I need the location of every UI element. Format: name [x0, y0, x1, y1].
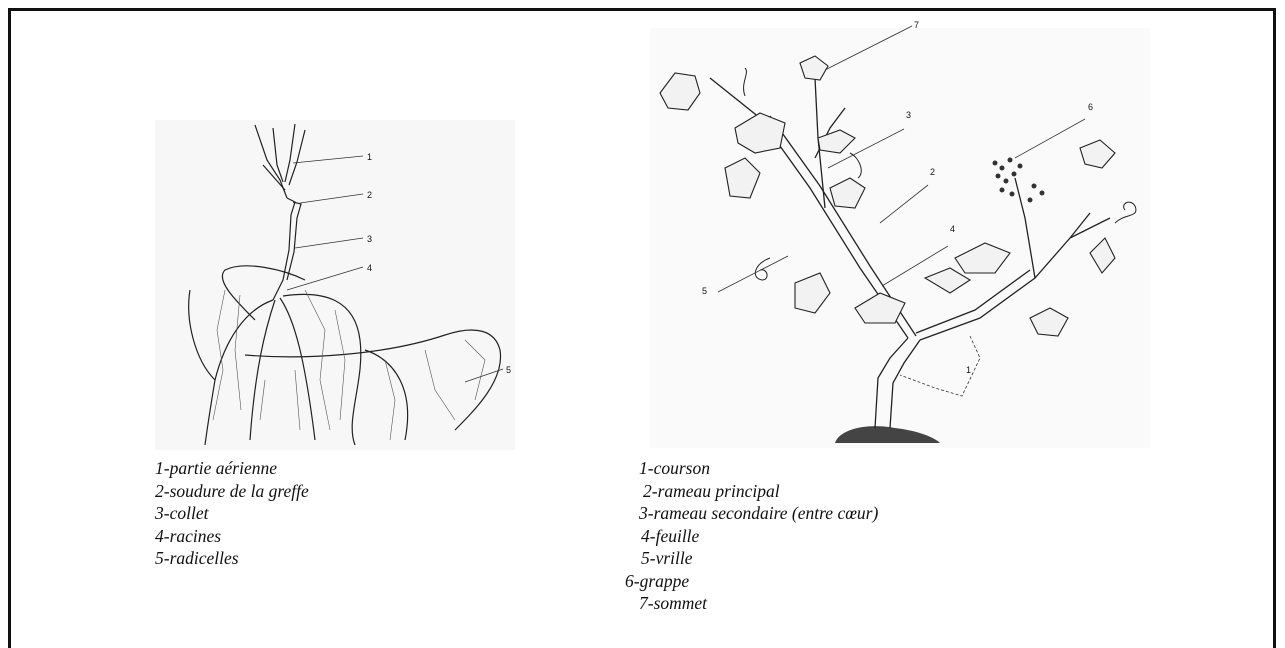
callout-4: 4 [950, 224, 955, 234]
legend-item: 4-feuille [625, 525, 878, 548]
vine-shoot-illustration: 7 3 2 4 5 6 1 [650, 18, 1160, 448]
callout-2: 2 [367, 190, 372, 200]
legend-item: 3-rameau secondaire (entre cœur) [625, 502, 878, 525]
legend-item: 1-courson [625, 457, 878, 480]
legend-item: 7-sommet [625, 592, 878, 615]
callout-1: 1 [966, 365, 971, 375]
vine-rootstock-illustration: 1 2 3 4 5 [155, 120, 515, 450]
legend-item: 3-collet [155, 502, 309, 525]
legend-item: 5-radicelles [155, 547, 309, 570]
legend-item: 6-grappe [625, 570, 878, 593]
callout-6: 6 [1088, 102, 1093, 112]
legend-item: 5-vrille [625, 547, 878, 570]
callout-3: 3 [367, 234, 372, 244]
callout-5: 5 [702, 286, 707, 296]
legend-item: 1-partie aérienne [155, 457, 309, 480]
legend-item: 4-racines [155, 525, 309, 548]
legend-item: 2-soudure de la greffe [155, 480, 309, 503]
right-legend: 1-courson 2-rameau principal 3-rameau se… [625, 457, 878, 615]
callout-2: 2 [930, 167, 935, 177]
callout-5: 5 [506, 365, 511, 375]
left-legend: 1-partie aérienne 2-soudure de la greffe… [155, 457, 309, 570]
callout-1: 1 [367, 152, 372, 162]
callout-3: 3 [906, 110, 911, 120]
callout-7: 7 [914, 20, 919, 30]
callout-4: 4 [367, 263, 372, 273]
rootstock-drawing: 1 2 3 4 5 [155, 120, 515, 450]
shoot-drawing: 7 3 2 4 5 6 1 [650, 18, 1160, 448]
legend-item: 2-rameau principal [625, 480, 878, 503]
